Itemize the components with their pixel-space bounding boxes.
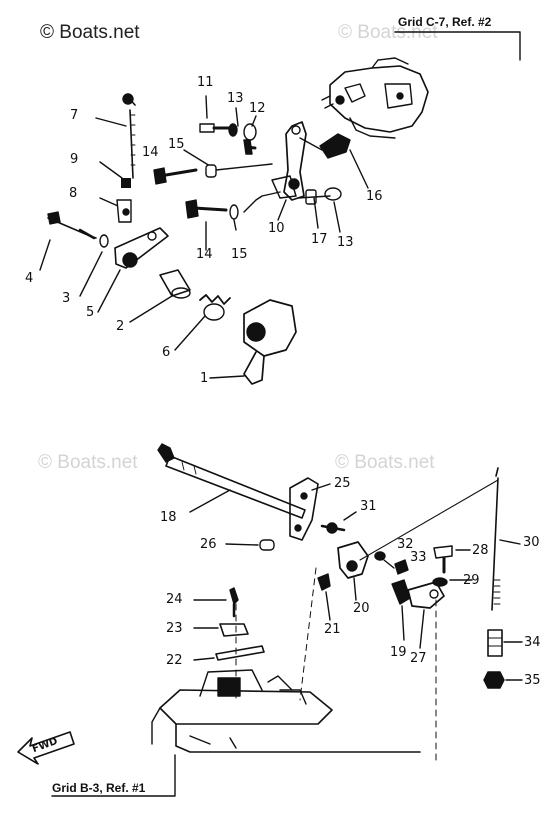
part-number-13a[interactable]: 13	[227, 91, 244, 106]
part-number-14b[interactable]: 14	[196, 247, 213, 262]
part-number-6[interactable]: 6	[162, 345, 171, 360]
watermark-mid-left: © Boats.net	[38, 452, 138, 473]
part-number-8[interactable]: 8	[69, 186, 78, 201]
part-number-29[interactable]: 29	[463, 573, 480, 588]
part-number-10[interactable]: 10	[268, 221, 285, 236]
part-number-12[interactable]: 12	[249, 101, 266, 116]
part-number-9[interactable]: 9	[70, 152, 79, 167]
watermark-mid-right: © Boats.net	[335, 452, 435, 473]
part-number-21[interactable]: 21	[324, 622, 341, 637]
part-number-3[interactable]: 3	[62, 291, 71, 306]
part-number-1[interactable]: 1	[200, 371, 209, 386]
part-number-15b[interactable]: 15	[231, 247, 248, 262]
part-number-27[interactable]: 27	[410, 651, 427, 666]
grid-ref-bottom[interactable]: Grid B-3, Ref. #1	[52, 781, 146, 795]
grid-ref-top[interactable]: Grid C-7, Ref. #2	[398, 15, 492, 29]
part-number-2[interactable]: 2	[116, 319, 125, 334]
part-number-5[interactable]: 5	[86, 305, 95, 320]
part-number-26[interactable]: 26	[200, 537, 217, 552]
part-number-15a[interactable]: 15	[168, 137, 185, 152]
part-number-17[interactable]: 17	[311, 232, 328, 247]
part-number-28[interactable]: 28	[472, 543, 489, 558]
part-number-11[interactable]: 11	[197, 75, 214, 90]
part-number-34[interactable]: 34	[524, 635, 541, 650]
part-number-7[interactable]: 7	[70, 108, 79, 123]
carburetor-illustration	[321, 57, 429, 139]
cowling-illustration	[151, 669, 421, 753]
part-number-19[interactable]: 19	[390, 645, 407, 660]
part-number-25[interactable]: 25	[334, 476, 351, 491]
part-number-16[interactable]: 16	[366, 189, 383, 204]
part-number-13b[interactable]: 13	[337, 235, 354, 250]
part-number-23[interactable]: 23	[166, 621, 183, 636]
part-number-20[interactable]: 20	[353, 601, 370, 616]
part-number-18[interactable]: 18	[160, 510, 177, 525]
part-number-35[interactable]: 35	[524, 673, 541, 688]
part-number-32[interactable]: 32	[397, 537, 414, 552]
part-number-24[interactable]: 24	[166, 592, 183, 607]
fwd-arrow-icon	[17, 731, 75, 765]
watermark-top-left: © Boats.net	[40, 22, 140, 43]
part-number-14a[interactable]: 14	[142, 145, 159, 160]
part-number-30[interactable]: 30	[523, 535, 540, 550]
part-number-33[interactable]: 33	[410, 550, 427, 565]
watermark-top-right: © Boats.net	[338, 22, 438, 43]
part-number-4[interactable]: 4	[25, 271, 34, 286]
part-number-31[interactable]: 31	[360, 499, 377, 514]
part-number-22[interactable]: 22	[166, 653, 183, 668]
